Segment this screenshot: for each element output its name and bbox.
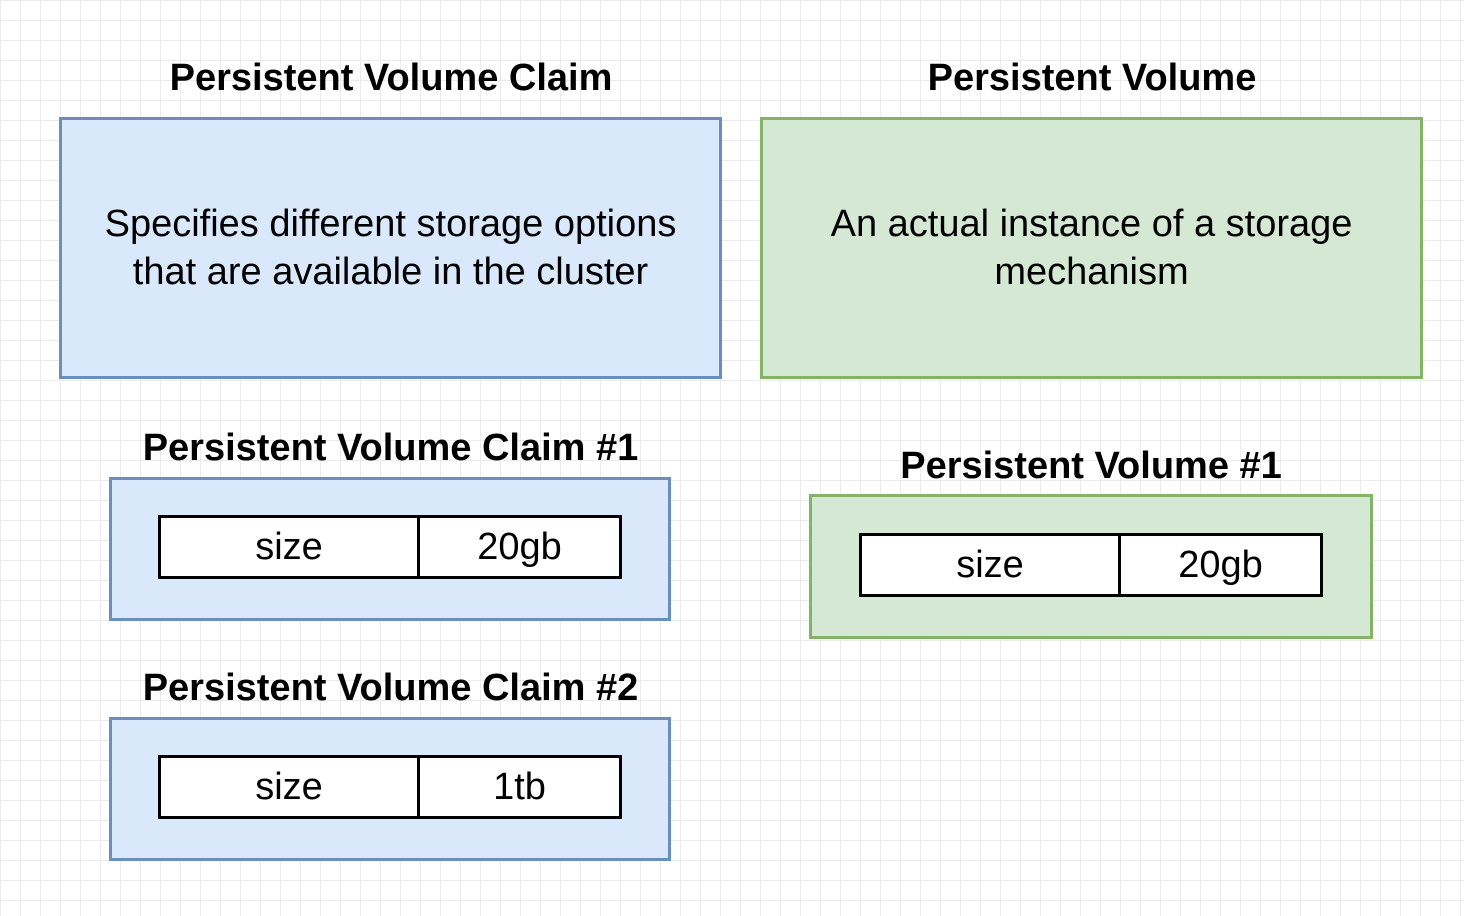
pvc2-size-row: size 1tb	[158, 755, 622, 819]
pvc2-size-key: size	[161, 758, 420, 816]
pvc-heading: Persistent Volume Claim	[169, 57, 613, 99]
pvc1-size-key: size	[161, 518, 420, 576]
pvc1-size-row: size 20gb	[158, 515, 622, 579]
pvc1-size-value: 20gb	[477, 525, 562, 568]
pv1-size-key: size	[862, 536, 1121, 594]
pvc1-heading: Persistent Volume Claim #1	[142, 427, 639, 469]
pv-heading: Persistent Volume	[927, 57, 1257, 99]
pv1-heading: Persistent Volume #1	[900, 445, 1282, 487]
pv1-size-value: 20gb	[1178, 543, 1263, 586]
pv1-size-row: size 20gb	[859, 533, 1323, 597]
pv-description-box: An actual instance of a storage mechanis…	[760, 117, 1423, 379]
pv-description-text: An actual instance of a storage mechanis…	[830, 203, 1353, 293]
pvc2-heading: Persistent Volume Claim #2	[142, 667, 639, 709]
pvc2-size-value: 1tb	[493, 765, 546, 808]
pvc-description-box: Specifies different storage options that…	[59, 117, 722, 379]
pvc-description-text: Specifies different storage options that…	[104, 203, 677, 293]
